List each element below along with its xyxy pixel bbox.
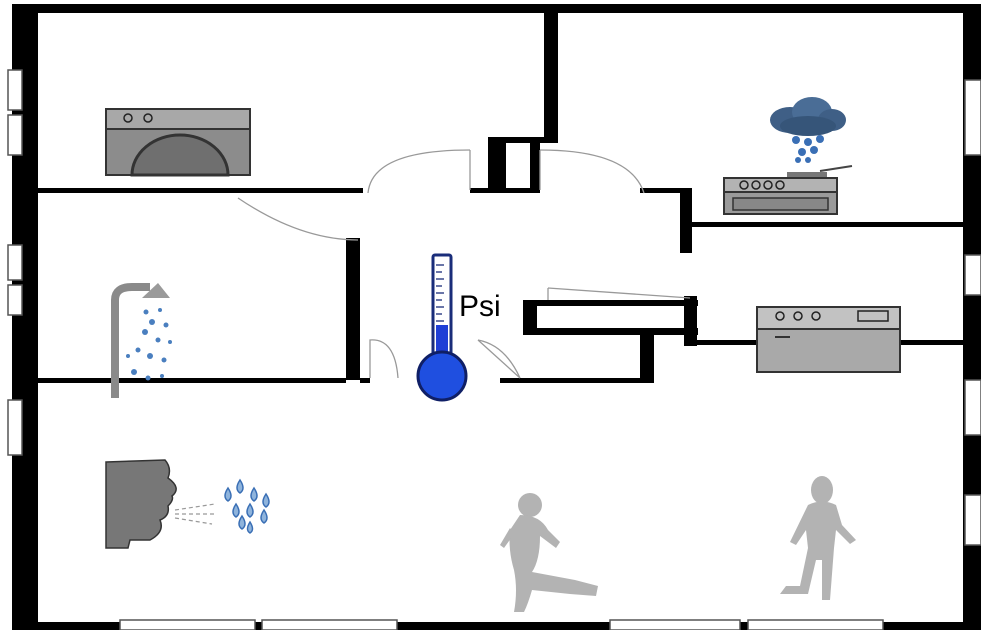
rain-cloud-icon xyxy=(770,97,846,163)
stove-icon xyxy=(723,165,853,215)
person-standing-silhouette xyxy=(780,476,856,600)
door-swings xyxy=(237,149,691,379)
person-kicking-silhouette xyxy=(500,493,598,612)
thermometer-icon xyxy=(416,253,468,402)
interior-walls xyxy=(38,10,963,383)
washing-machine-icon xyxy=(105,108,251,177)
pressure-unit-label: Psi xyxy=(459,290,501,323)
water-droplets-icon xyxy=(224,478,270,534)
windows xyxy=(7,69,981,630)
dishwasher-icon xyxy=(756,306,901,373)
breath-face-icon xyxy=(105,459,216,549)
shower-icon xyxy=(111,283,172,398)
outer-walls xyxy=(12,4,981,630)
